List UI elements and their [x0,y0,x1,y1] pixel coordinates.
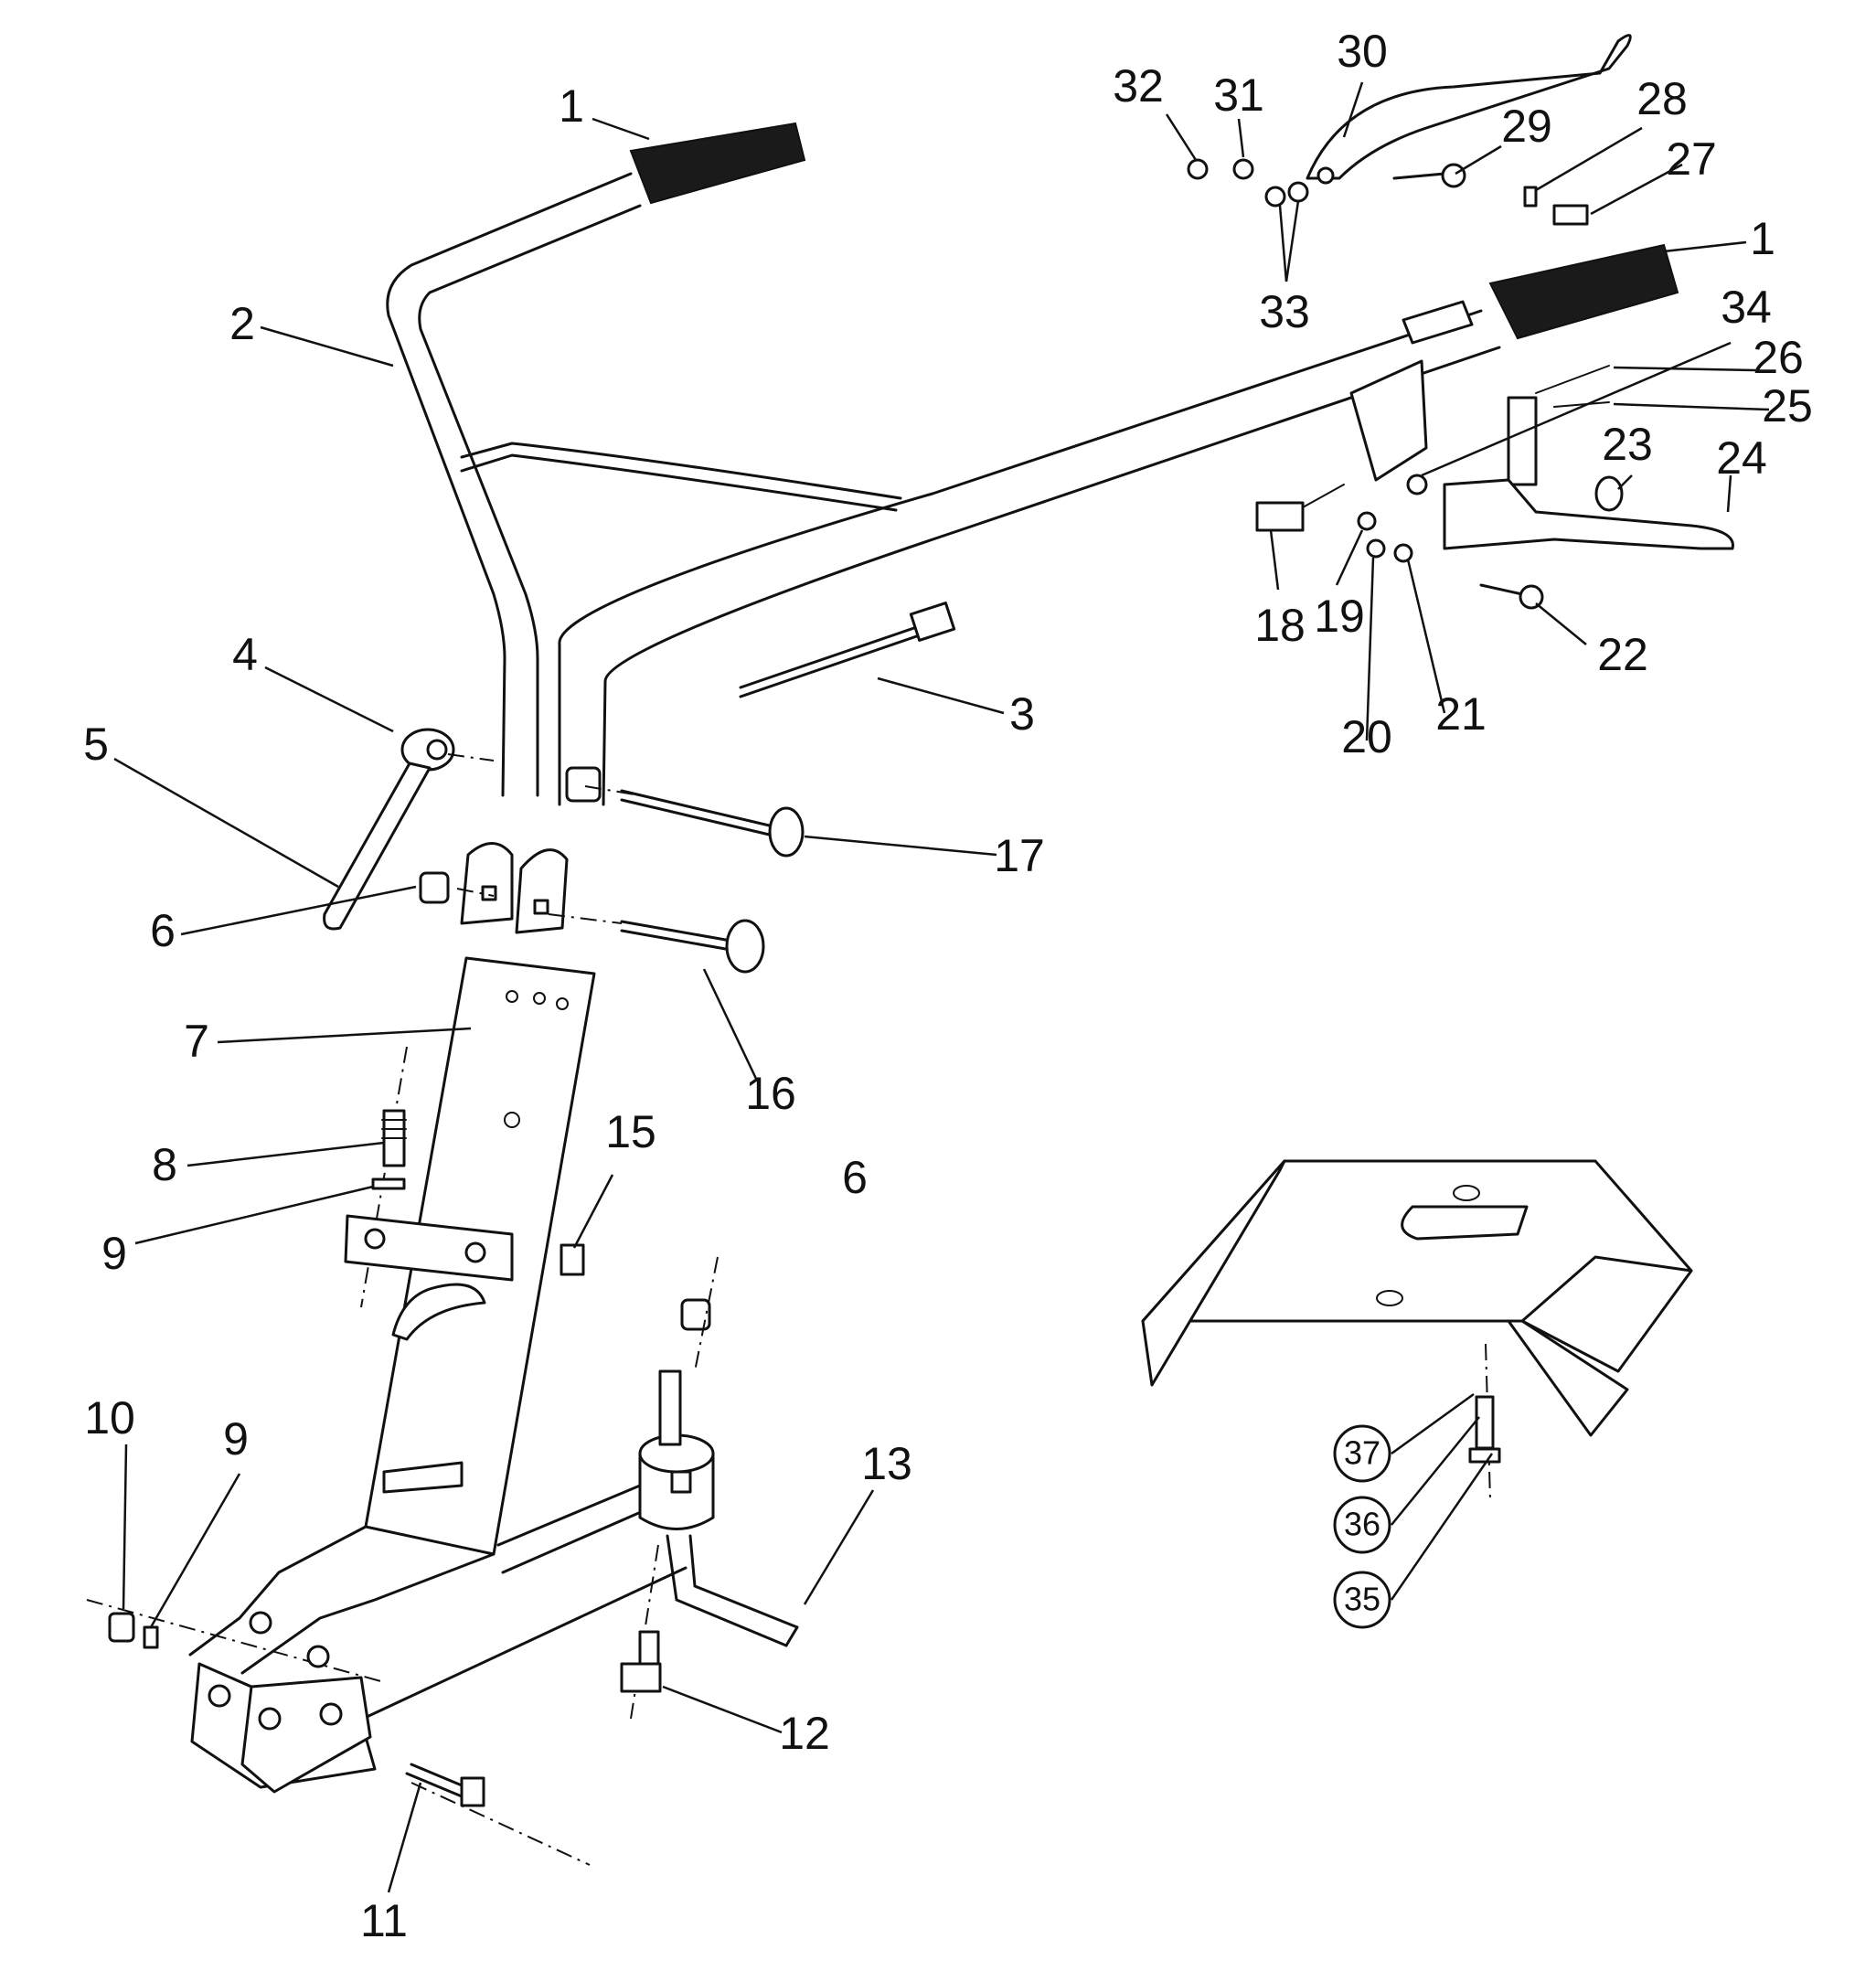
callout-30: 30 [1337,26,1388,77]
part-9-washer-upper [371,1177,406,1190]
callout-7: 7 [184,1016,209,1067]
callout-37: 37 [1344,1434,1380,1472]
callout-2: 2 [229,298,255,349]
callout-9-lower: 9 [223,1413,249,1465]
callout-19: 19 [1314,591,1365,642]
callout-1-right: 1 [1750,213,1775,264]
callout-27: 27 [1666,133,1717,185]
part-8-bolt [381,1109,407,1167]
frame-crossbar [344,1214,514,1341]
callout-5: 5 [83,719,109,770]
part-12-bolt [620,1630,662,1693]
callout-15: 15 [605,1106,656,1157]
callout-1-left: 1 [559,80,584,132]
callout-12: 12 [779,1708,830,1759]
leader-lines [113,81,1770,1893]
callout-11: 11 [360,1895,408,1946]
part-29-pivot-bolt [1392,163,1466,188]
part-31-nut [1232,158,1254,180]
part-11-bolt [405,1763,485,1807]
part-6-nut-upper [419,871,450,904]
callout-35-circle [1333,1571,1391,1629]
callout-36-circle [1333,1496,1391,1554]
callout-9-upper: 9 [101,1228,127,1279]
frame-tab [382,1461,464,1494]
detail-bracket-inset [1141,1159,1693,1437]
part-6-nut-lower [680,1298,711,1331]
callout-33: 33 [1259,286,1310,337]
callout-16: 16 [745,1068,796,1119]
callout-24: 24 [1716,432,1767,484]
part-26-spring [1535,365,1610,394]
part-27-clip [1552,204,1589,226]
callout-4: 4 [232,629,258,680]
callout-37-circle [1333,1424,1391,1483]
callout-10: 10 [84,1392,135,1444]
part-30-brake-lever [1306,34,1632,185]
callout-6-lower: 6 [842,1152,868,1203]
right-handle-grip [1488,243,1679,340]
part-9-washer-lower [143,1625,159,1649]
part-10-nut [108,1612,135,1643]
callout-23: 23 [1602,419,1653,470]
part-34-bushing [1406,474,1428,495]
part-24-throttle-lever [1443,478,1734,550]
left-handle-grip [629,122,806,205]
callout-29: 29 [1501,101,1552,152]
lever-bracket [1349,300,1474,482]
part-15-spacer [560,1243,585,1276]
callout-28: 28 [1636,73,1688,124]
callout-3: 3 [1009,688,1035,740]
part-18-cable-adjuster [1255,484,1345,532]
callout-26: 26 [1753,332,1804,383]
callout-34: 34 [1721,282,1772,333]
part-19-nut [1357,511,1377,531]
handlebar-crossbar [460,442,902,512]
part-32-washer [1187,158,1209,180]
lever-sleeve [1507,396,1538,486]
part-33-bushings [1264,181,1309,208]
pivot-cylinder [638,1369,715,1530]
handlebar-clamp-plates [460,842,569,934]
callout-13: 13 [861,1438,912,1489]
callout-6-upper: 6 [150,905,176,956]
detail-screw [1468,1395,1501,1464]
part-28-screw [1523,186,1538,208]
callout-labels: 1 1 2 3 4 5 6 6 7 8 9 9 10 11 12 13 15 1… [83,26,1813,1946]
part-21-clip [1393,543,1413,563]
callout-8: 8 [152,1139,177,1190]
part-5-clamp-lever [323,762,432,931]
part-13-control-arm [666,1534,799,1647]
callout-20: 20 [1341,711,1392,762]
handlebar-left-tube [386,172,642,797]
callout-18: 18 [1254,600,1306,651]
callout-31: 31 [1213,69,1264,121]
part-22-screw [1479,583,1544,610]
handlebar-right-tube [558,309,1501,806]
part-4-lever-head [400,728,455,772]
part-3-threaded-rod [739,602,956,698]
callout-25: 25 [1762,380,1813,431]
callout-17: 17 [994,830,1045,881]
callout-21: 21 [1435,688,1487,740]
part-16-clamp-knob-bolt [620,919,765,974]
callout-32: 32 [1113,60,1164,112]
part-23-nut [1594,475,1624,512]
mounting-plates [190,1611,377,1794]
callout-22: 22 [1597,629,1648,680]
part-25-pin [1553,401,1610,408]
part-20-washer [1366,538,1386,559]
callout-35: 35 [1344,1581,1380,1618]
part-17-clamp-knob-bolt [565,766,805,858]
callout-36: 36 [1344,1506,1380,1543]
